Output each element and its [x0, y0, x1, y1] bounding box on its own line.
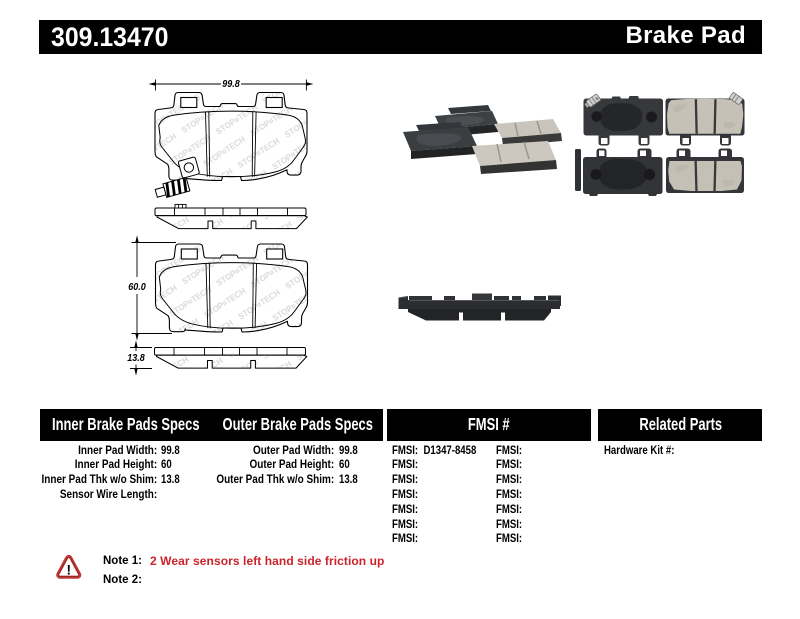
svg-text:13.8: 13.8	[127, 353, 145, 364]
svg-text:!: !	[66, 563, 71, 578]
svg-text:99.8: 99.8	[222, 79, 240, 90]
svg-text:60.0: 60.0	[128, 282, 146, 293]
